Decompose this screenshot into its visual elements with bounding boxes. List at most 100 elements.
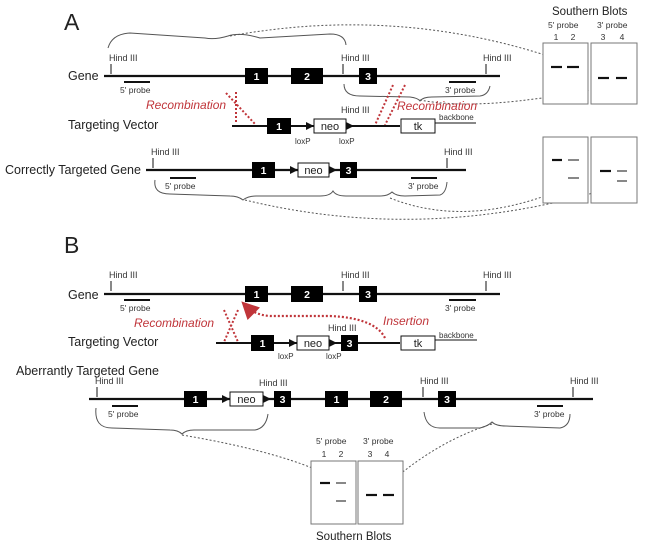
probe-5-label: 5' probe [108, 409, 139, 419]
exon-label: 1 [193, 394, 199, 406]
recombination-label-right: Recombination [397, 99, 477, 113]
hindiii-label: Hind III [341, 105, 370, 115]
exon-label: 1 [261, 165, 267, 177]
backbone-label: backbone [439, 331, 474, 340]
exon-label: 3 [346, 165, 352, 177]
hindiii-label: Hind III [444, 147, 473, 157]
hindiii-label: Hind III [109, 270, 138, 280]
blot-3prime [357, 460, 404, 525]
blot-probe-5-label: 5' probe [316, 436, 347, 446]
exon-label: 3 [365, 289, 371, 301]
panel-b-label: B [64, 232, 79, 258]
vector-row-label: Targeting Vector [68, 335, 158, 349]
recombination-cross-right [374, 84, 406, 126]
exon-2 [291, 286, 323, 302]
blot-5prime [542, 42, 589, 105]
hindiii-label: Hind III [109, 53, 138, 63]
hindiii-label: Hind III [341, 270, 370, 280]
exon-3 [359, 68, 377, 84]
fragment-brace-5prime [95, 407, 269, 435]
tk-label: tk [414, 338, 423, 350]
fragment-brace-targeted [154, 179, 448, 201]
loxp-arrow [329, 166, 337, 174]
probe-5-label: 5' probe [120, 303, 151, 313]
exon-label: 1 [276, 121, 282, 133]
probe-3-label: 3' probe [445, 303, 476, 313]
exon-label: 2 [383, 394, 389, 406]
recombination-cross [223, 309, 239, 343]
exon-label: 3 [280, 394, 286, 406]
lane-label: 3 [368, 449, 373, 459]
exon-3 [341, 335, 358, 351]
dotted-arrow-to-blot-lane4 [391, 423, 493, 482]
loxp-arrow [263, 395, 271, 403]
hindiii-label: Hind III [420, 376, 449, 386]
southern-blots-title: Southern Blots [316, 531, 392, 543]
dotted-arrow-to-blot-lane1 [229, 24, 562, 62]
probe-5-label: 5' probe [120, 85, 151, 95]
gene-row-label: Gene [68, 288, 99, 302]
exon-1 [252, 162, 275, 178]
exon-label: 3 [347, 338, 353, 350]
hindiii-label: Hind III [483, 270, 512, 280]
fragment-brace-3prime [343, 83, 491, 102]
blot-3prime [590, 42, 638, 105]
exon-label: 2 [304, 289, 310, 301]
loxp-label: loxP [326, 352, 342, 361]
exon-3 [359, 286, 377, 302]
exon-label: 3 [444, 394, 450, 406]
panel-a-label: A [64, 9, 80, 35]
probe-3-label: 3' probe [534, 409, 565, 419]
lane-label: 4 [620, 32, 625, 42]
gene-row-label: Gene [68, 69, 99, 83]
exon-1 [245, 68, 268, 84]
vector-row-label: Targeting Vector [68, 118, 158, 132]
lane-label: 2 [339, 449, 344, 459]
lane-label: 1 [554, 32, 559, 42]
loxp-arrow [290, 166, 298, 174]
probe-3-label: 3' probe [445, 85, 476, 95]
exon-1 [251, 335, 274, 351]
exon-3 [438, 391, 456, 407]
hindiii-label: Hind III [259, 378, 288, 388]
hindiii-label: Hind III [570, 376, 599, 386]
probe-5-label: 5' probe [165, 181, 196, 191]
lane-label: 1 [322, 449, 327, 459]
hindiii-label: Hind III [95, 376, 124, 386]
exon-label: 1 [334, 394, 340, 406]
blot-probe-5-label: 5' probe [548, 20, 579, 30]
fragment-brace-3prime [423, 411, 571, 429]
aberrant-row-label: Aberrantly Targeted Gene [16, 364, 159, 378]
loxp-arrow [289, 339, 297, 347]
hindiii-label: Hind III [328, 323, 357, 333]
insertion-arrow [241, 301, 386, 339]
exon-label: 1 [254, 71, 260, 83]
loxp-arrow [306, 122, 314, 130]
loxp-arrow [329, 339, 337, 347]
exon-1 [267, 118, 291, 134]
recombination-cross-left [225, 92, 256, 125]
blot-probe-3-label: 3' probe [597, 20, 628, 30]
lane-label: 4 [385, 449, 390, 459]
exon-2 [291, 68, 323, 84]
tk-cassette [400, 118, 436, 134]
exon-3 [274, 391, 291, 407]
exon-label: 1 [260, 338, 266, 350]
hindiii-label: Hind III [341, 53, 370, 63]
loxp-arrow [346, 122, 354, 130]
southern-blots-title: Southern Blots [552, 6, 628, 18]
loxp-label: loxP [278, 352, 294, 361]
loxp-label: loxP [295, 137, 311, 146]
neo-label: neo [304, 338, 322, 350]
targeted-row-label: Correctly Targeted Gene [5, 163, 141, 177]
blot-probe-3-label: 3' probe [363, 436, 394, 446]
blot-3prime [590, 136, 638, 204]
insertion-label: Insertion [383, 314, 429, 328]
blot-5prime [310, 460, 357, 525]
probe-3-label: 3' probe [408, 181, 439, 191]
fragment-brace-top [107, 32, 347, 49]
exon-1 [325, 391, 348, 407]
recombination-label-left: Recombination [146, 98, 226, 112]
neo-label: neo [237, 394, 255, 406]
